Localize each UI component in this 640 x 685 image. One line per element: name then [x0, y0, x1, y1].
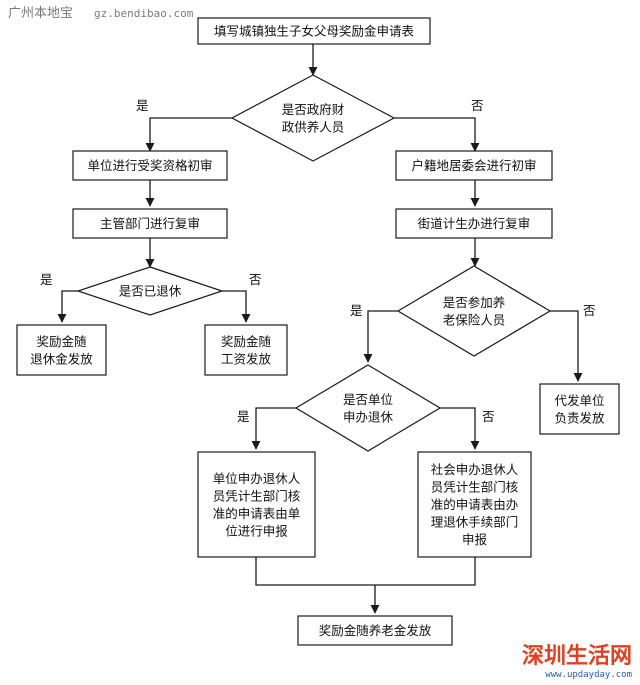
node-final-pay-with-pension: 奖励金随养老金发放: [297, 615, 453, 646]
watermark-site-name: 广州本地宝: [8, 6, 73, 21]
edge-label-retired-yes: 是: [40, 272, 53, 287]
node-street-office-recheck: 街道计生办进行复审: [395, 208, 553, 239]
node-text-line: 老保险人员: [443, 312, 506, 327]
edge-q-retired-yes: [57, 290, 78, 323]
edge-q-insured-yes: [363, 310, 398, 363]
node-department-recheck: 主管部门进行复审: [72, 208, 228, 239]
node-text-line: 是否政府财: [282, 102, 345, 117]
node-text-line: 街道计生办进行复审: [418, 216, 531, 231]
edge-label-handle-yes: 是: [237, 409, 250, 424]
edge-labels: 是 否 是 否 是 否 是 否: [40, 98, 596, 424]
node-residence-committee-review: 户籍地居委会进行初审: [395, 150, 553, 181]
node-text-line: 奖励金随养老金发放: [319, 623, 432, 638]
node-text-line: 员凭计生部门核: [213, 488, 301, 503]
node-text-line: 退休金发放: [30, 351, 93, 366]
edge-q-gov-yes: [145, 117, 232, 152]
edge-q-handle-yes: [251, 407, 296, 450]
node-text-line: 理退休手续部门: [431, 515, 519, 530]
edge-label-insured-no: 否: [583, 303, 596, 318]
edge-q-handle-no: [440, 407, 480, 450]
edge-label-handle-no: 否: [482, 409, 495, 424]
flowchart-edges: [57, 44, 583, 614]
node-text-line: 是否单位: [343, 392, 393, 407]
edge-label-retired-no: 否: [249, 272, 262, 287]
edge-label-gov-no: 否: [471, 98, 484, 113]
node-text-line: 负责发放: [554, 410, 605, 425]
edge-q-retired-no: [222, 290, 251, 323]
node-unit-preliminary-review: 单位进行受奖资格初审: [72, 150, 228, 181]
node-text-line: 位进行申报: [225, 523, 288, 538]
node-text-line: 是否已退休: [119, 284, 182, 299]
watermark-brand-name: 深圳生活网: [522, 643, 632, 669]
node-text-line: 准的申请表由单: [213, 506, 301, 521]
edge-q-insured-no: [550, 310, 583, 382]
edge-label-insured-yes: 是: [350, 303, 363, 318]
decision-retired: 是否已退休: [76, 266, 224, 316]
node-text-line: 主管部门进行复审: [100, 216, 200, 231]
node-text-line: 填写城镇独生子女父母奖励金申请表: [214, 24, 415, 39]
node-text-line: 员凭计生部门核: [431, 480, 519, 495]
node-text-line: 奖励金随: [221, 334, 272, 349]
node-text-line: 户籍地居委会进行初审: [411, 158, 536, 173]
node-text-line: 单位申办退休人: [213, 471, 301, 486]
node-text-line: 是否参加养: [443, 295, 506, 310]
watermark-site-url: gz.bendibao.com: [94, 7, 194, 20]
node-text-line: 社会申办退休人: [431, 462, 519, 477]
node-text-line: 准的申请表由办: [431, 497, 519, 512]
node-text-line: 代发单位: [554, 393, 604, 408]
node-text-line: 申办退休: [343, 409, 394, 424]
node-text-line: 单位进行受奖资格初审: [87, 158, 212, 173]
edge-q-gov-no: [394, 117, 480, 152]
node-text-line: 申报: [462, 532, 488, 547]
edge-merge-join: [255, 557, 476, 586]
watermark-brand-url: www.updayday.com: [545, 670, 632, 680]
edge-label-gov-yes: 是: [136, 98, 149, 113]
node-text-line: 奖励金随: [36, 334, 87, 349]
node-apply-form: 填写城镇独生子女父母奖励金申请表: [197, 17, 431, 45]
node-text-line: 政供养人员: [282, 119, 345, 134]
node-text-line: 工资发放: [221, 351, 272, 366]
